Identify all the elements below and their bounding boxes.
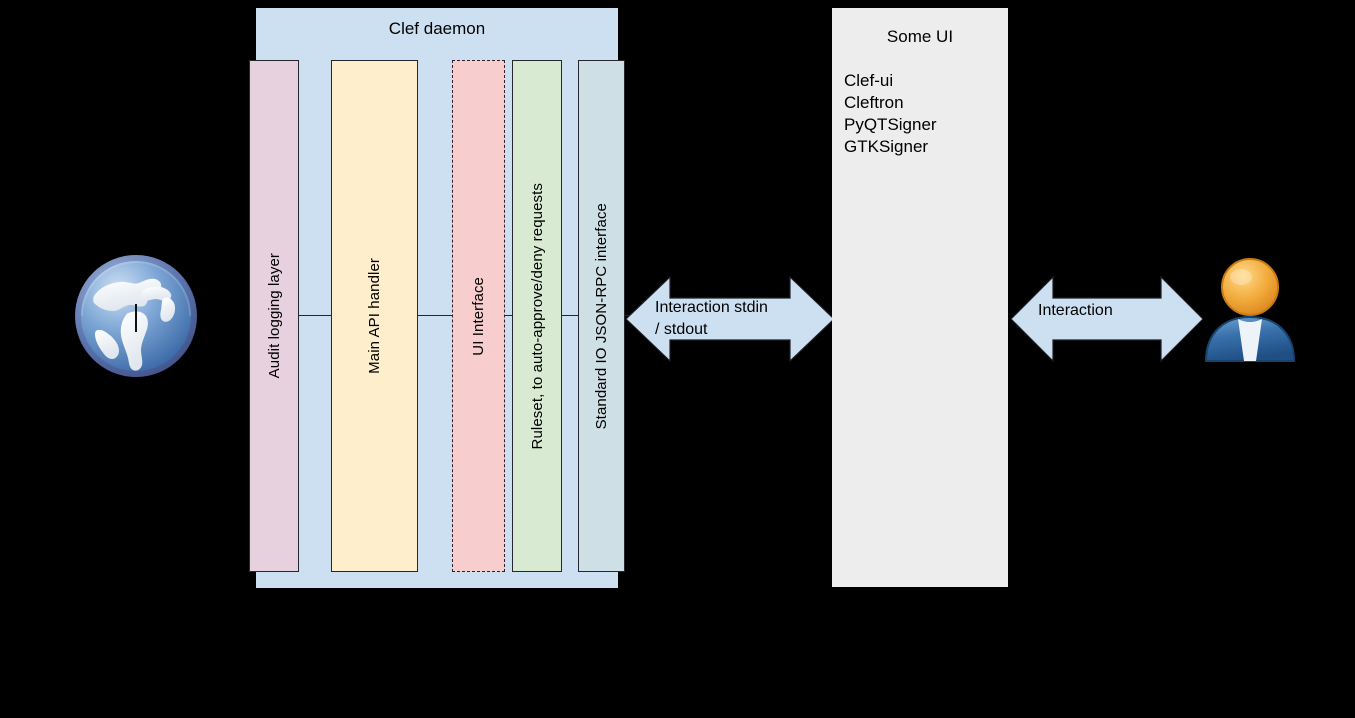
interaction-arrow: [1011, 276, 1203, 362]
connector-line: [418, 315, 454, 316]
component-standard-io-jsonrpc[interactable]: Standard IO JSON-RPC interface: [578, 60, 625, 572]
stdin-stdout-arrow-label: Interaction stdin / stdout: [655, 299, 768, 338]
component-audit-logging-layer[interactable]: Audit logging layer: [249, 60, 299, 572]
component-label: Ruleset, to auto-approve/deny requests: [528, 182, 546, 450]
component-label: UI Interface: [470, 276, 487, 356]
connector-line: [298, 315, 332, 316]
some-ui-container: Some UI Clef-ui Cleftron PyQTSigner GTKS…: [832, 8, 1008, 587]
component-ruleset[interactable]: Ruleset, to auto-approve/deny requests: [512, 60, 562, 572]
user-icon: [1200, 253, 1300, 365]
component-label: Main API handler: [366, 258, 383, 374]
list-item: PyQTSigner: [844, 115, 937, 134]
list-item: GTKSigner: [844, 137, 929, 156]
list-item: Clef-ui: [844, 71, 894, 90]
stdin-stdout-arrow: [626, 276, 834, 362]
globe-icon: [72, 252, 200, 380]
clef-daemon-title: Clef daemon: [388, 19, 486, 38]
some-ui-title: Some UI: [886, 27, 954, 46]
clef-daemon-container: [256, 8, 618, 588]
component-main-api-handler[interactable]: Main API handler: [331, 60, 418, 572]
interaction-arrow-label: Interaction: [1038, 302, 1113, 319]
some-ui-list: Clef-ui Cleftron PyQTSigner GTKSigner: [844, 70, 937, 158]
list-item: Cleftron: [844, 93, 904, 112]
component-label: Standard IO JSON-RPC interface: [593, 202, 610, 430]
component-label: Audit logging layer: [265, 253, 283, 379]
component-ui-interface[interactable]: UI Interface: [452, 60, 505, 572]
